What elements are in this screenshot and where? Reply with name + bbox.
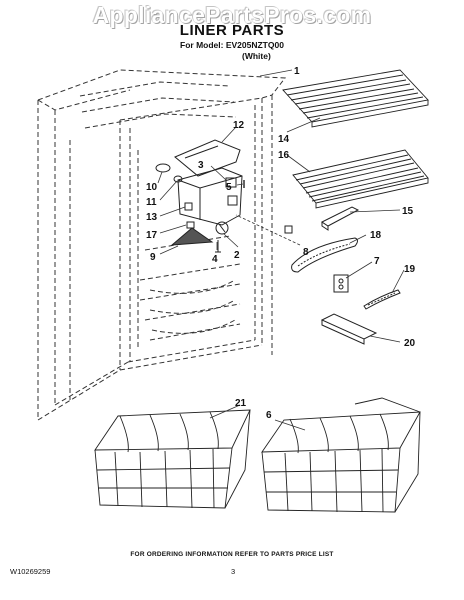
callout-9: 9: [150, 252, 156, 263]
callout-8: 8: [303, 247, 309, 258]
callout-12: 12: [233, 120, 245, 131]
callout-4: 4: [212, 254, 218, 265]
callout-11: 11: [146, 197, 157, 208]
color-line: (White): [242, 51, 271, 61]
document-number: W10269259: [10, 567, 51, 576]
callout-7: 7: [374, 256, 380, 267]
callout-15: 15: [402, 206, 414, 217]
retainer-clip: [333, 274, 349, 293]
wire-shelf-upper: [282, 69, 429, 128]
callout-17: 17: [146, 230, 158, 241]
rail-bracket: [320, 313, 378, 345]
trim-strip: [363, 289, 401, 310]
basket-left: [94, 409, 251, 509]
callout-10: 10: [146, 182, 158, 193]
callout-16: 16: [278, 150, 290, 161]
callout-19: 19: [404, 264, 416, 275]
callout-20: 20: [404, 338, 416, 349]
callout-5: 5: [226, 182, 232, 193]
callout-3: 3: [198, 160, 204, 171]
light-lens: [170, 227, 214, 246]
callout-6: 6: [266, 410, 272, 421]
light-cover: [174, 139, 241, 177]
basket-right: [261, 397, 421, 513]
page-number: 3: [231, 567, 236, 576]
leader-lines: [157, 69, 405, 431]
callout-14: 14: [278, 134, 290, 145]
callout-labels: 1 14 16 15 12 3 5 10 11 13 17 8 18 9 4 2…: [146, 66, 416, 421]
callout-1: 1: [294, 66, 300, 77]
ordering-footer: FOR ORDERING INFORMATION REFER TO PARTS …: [130, 551, 334, 558]
small-parts: [155, 163, 293, 253]
callout-2: 2: [234, 250, 240, 261]
watermark: AppliancePartsPros.com: [92, 2, 372, 28]
callout-21: 21: [235, 398, 247, 409]
gasket-ring: [291, 237, 358, 273]
page-title: LINER PARTS: [179, 22, 285, 39]
control-housing: [177, 167, 243, 235]
callout-18: 18: [370, 230, 382, 241]
callout-13: 13: [146, 212, 158, 223]
shelf-support-bracket: [321, 206, 360, 231]
cabinet-liner: [37, 69, 286, 421]
wire-shelf-lower: [292, 149, 429, 209]
model-line: For Model: EV205NZTQ00: [180, 40, 284, 50]
